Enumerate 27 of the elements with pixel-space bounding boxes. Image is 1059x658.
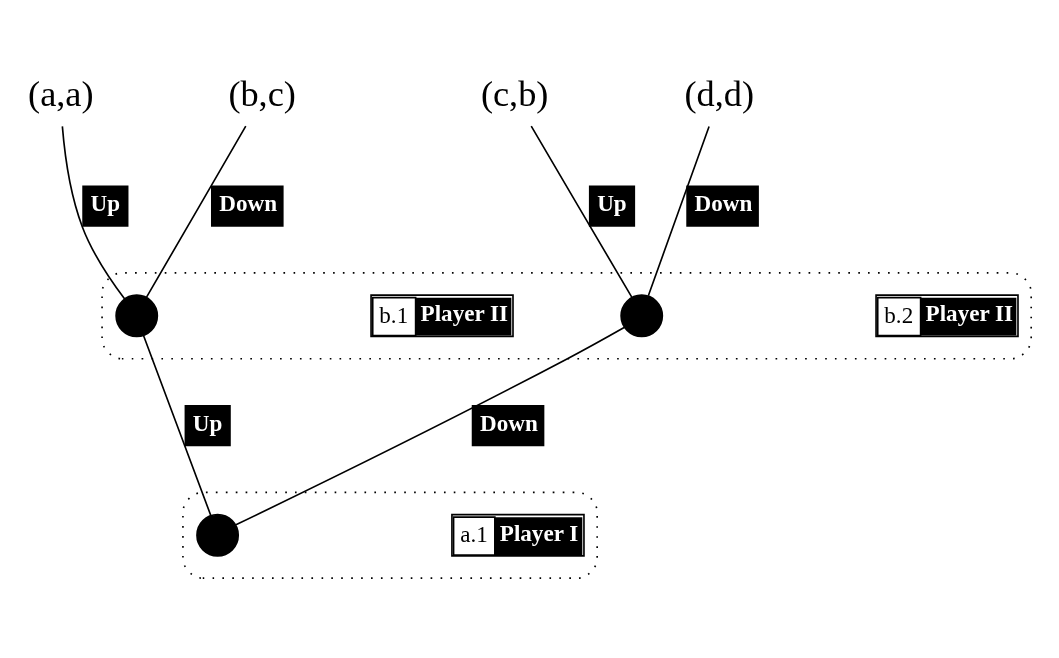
node-label: b.1 <box>379 301 409 328</box>
node-label: a.1 <box>460 521 488 548</box>
connector <box>530 125 633 298</box>
node-circle <box>196 513 240 557</box>
edge-label: Up <box>90 190 121 217</box>
connector <box>145 125 247 298</box>
edge-label: Down <box>479 409 538 436</box>
edge-label: Down <box>219 190 277 217</box>
node-text: (d,d) <box>684 73 755 114</box>
node-label: b.2 <box>884 301 914 328</box>
node-text: (c,b) <box>480 73 549 114</box>
node-label: Player II <box>420 300 509 327</box>
node-text: (b,c) <box>228 73 296 114</box>
connector <box>142 335 212 517</box>
node-text: (a,a) <box>28 73 94 114</box>
cluster <box>101 272 1032 360</box>
node-circle <box>115 294 159 338</box>
node-label: Player II <box>925 300 1014 327</box>
edge-label: Up <box>597 190 627 217</box>
connector <box>235 326 625 526</box>
connector <box>61 125 126 300</box>
edge-label: Up <box>192 409 223 436</box>
edge-label: Down <box>694 190 753 217</box>
cluster <box>182 491 598 580</box>
node-label: Player I <box>499 519 579 546</box>
node-circle <box>620 294 664 338</box>
connector <box>647 125 710 297</box>
